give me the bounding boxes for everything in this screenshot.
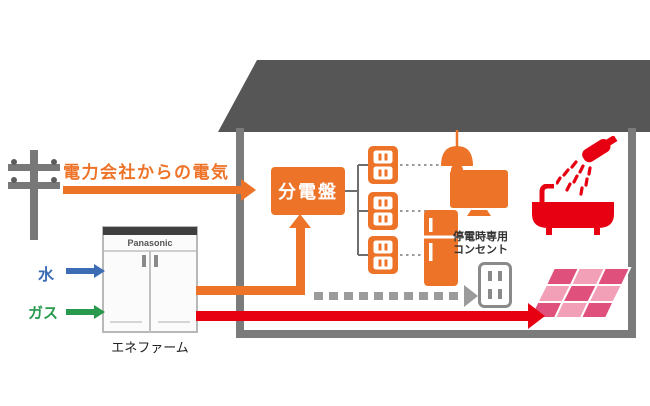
outlet-icon-3: [368, 236, 398, 274]
enefarm-label: エネファーム: [111, 340, 189, 355]
house-roof-icon: [218, 60, 650, 132]
bathtub-icon: [532, 184, 614, 235]
utility-pole-icon: [8, 150, 60, 240]
enefarm-unit-icon: Panasonic: [102, 226, 198, 333]
distribution-board: 分電盤: [271, 167, 345, 215]
outage-outlet-icon: [478, 262, 512, 308]
outage-outlet-label: 停電時専用 コンセント: [453, 231, 508, 257]
house-wall: [236, 128, 636, 338]
fridge-icon: [424, 210, 458, 286]
shower-icon: [556, 136, 618, 196]
gas-label: ガス: [28, 305, 59, 322]
tv-icon: [450, 170, 508, 216]
outlet-icon-2: [368, 192, 398, 230]
power-company-label: 電力会社からの電気: [63, 163, 230, 182]
outlet-icon-1: [368, 146, 398, 184]
outage-outlet-label-line2: コンセント: [453, 244, 508, 256]
water-label: 水: [38, 267, 55, 284]
enefarm-brand: Panasonic: [127, 238, 172, 248]
outage-outlet-label-line1: 停電時専用: [453, 231, 508, 243]
